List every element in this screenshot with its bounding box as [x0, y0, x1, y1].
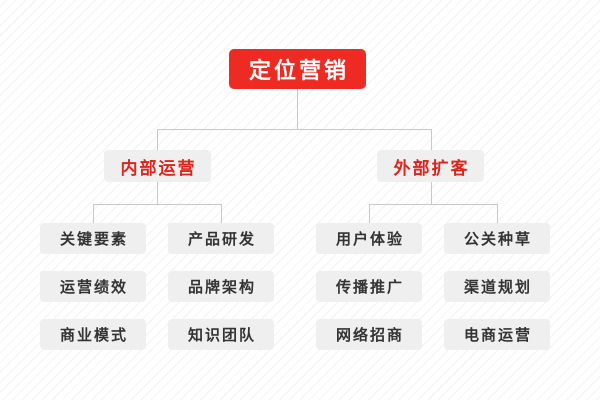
connector-left-col-a-stem — [93, 204, 94, 223]
connector-root-bar — [157, 129, 432, 130]
leaf-node[interactable]: 网络招商 — [316, 319, 422, 350]
root-node[interactable]: 定位营销 — [229, 49, 366, 89]
branch-node-external-acquisition[interactable]: 外部扩客 — [377, 150, 484, 182]
connector-right-col-c-stem — [369, 204, 370, 223]
leaf-node[interactable]: 传播推广 — [316, 271, 422, 302]
connector-right-branch-bar — [369, 204, 498, 205]
leaf-node[interactable]: 知识团队 — [168, 319, 274, 350]
leaf-node[interactable]: 关键要素 — [40, 223, 146, 254]
connector-root-stem — [297, 89, 298, 129]
connector-left-col-b-stem — [221, 204, 222, 223]
branch-node-internal-operations[interactable]: 内部运营 — [104, 150, 211, 182]
leaf-node[interactable]: 电商运营 — [444, 319, 550, 350]
leaf-node[interactable]: 公关种草 — [444, 223, 550, 254]
connector-left-branch-drop — [157, 182, 158, 204]
leaf-node[interactable]: 品牌架构 — [168, 271, 274, 302]
connector-branch-right-stem — [431, 129, 432, 150]
connector-left-branch-bar — [93, 204, 222, 205]
connector-branch-left-stem — [157, 129, 158, 150]
leaf-node[interactable]: 渠道规划 — [444, 271, 550, 302]
connector-right-branch-drop — [431, 182, 432, 204]
leaf-node[interactable]: 商业模式 — [40, 319, 146, 350]
leaf-node[interactable]: 运营绩效 — [40, 271, 146, 302]
leaf-node[interactable]: 产品研发 — [168, 223, 274, 254]
connector-right-col-d-stem — [497, 204, 498, 223]
leaf-node[interactable]: 用户体验 — [316, 223, 422, 254]
